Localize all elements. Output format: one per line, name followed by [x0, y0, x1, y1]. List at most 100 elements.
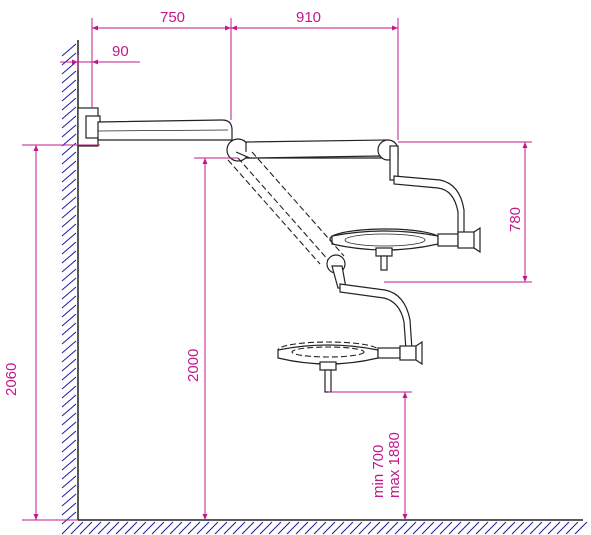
wall-hatch-line — [61, 493, 77, 507]
floor-hatch-line — [538, 521, 552, 535]
wall-hatch-line — [61, 79, 77, 93]
floor-hatch-line — [178, 521, 192, 535]
wall-hatch-line — [61, 241, 77, 255]
wall-hatch-line — [61, 115, 77, 129]
floor-hatch-line — [574, 521, 588, 535]
floor-hatch-line — [529, 521, 543, 535]
floor-hatch-line — [511, 521, 525, 535]
wall-hatch-line — [61, 169, 77, 183]
lower-lamp-head — [277, 340, 423, 393]
floor-hatch-line — [214, 521, 228, 535]
floor-hatch-line — [457, 521, 471, 535]
floor-hatch-line — [223, 521, 237, 535]
floor-hatch-line — [79, 521, 93, 535]
floor — [61, 519, 588, 535]
wall-hatch-line — [61, 367, 77, 381]
floor-hatch-line — [268, 521, 282, 535]
wall-hatch-line — [61, 286, 77, 300]
wall-hatch-line — [61, 124, 77, 138]
dim-2060-label: 2060 — [3, 363, 20, 396]
wall-hatch-line — [61, 232, 77, 246]
lower-yoke — [339, 283, 413, 351]
floor-hatch-line — [250, 521, 264, 535]
wall-hatch-line — [61, 268, 77, 282]
dimension-arrowhead — [392, 25, 398, 31]
floor-hatch-line — [484, 521, 498, 535]
wall-hatch-line — [61, 457, 77, 471]
wall-hatch-line — [61, 133, 77, 147]
wall-hatch-line — [61, 295, 77, 309]
floor-hatch-line — [475, 521, 489, 535]
wall-hatch-line — [61, 259, 77, 273]
dimension-arrows — [33, 25, 528, 520]
wall-hatch-line — [61, 448, 77, 462]
floor-hatch-line — [502, 521, 516, 535]
dim-min-label: min 700 — [370, 445, 387, 498]
wall-hatch-line — [61, 223, 77, 237]
wall-mount-bracket — [77, 107, 101, 147]
wall-hatch-line — [61, 349, 77, 363]
dim-2000-label: 2000 — [185, 349, 202, 382]
spring-arm-upper — [226, 138, 399, 162]
wall-hatch-line — [61, 88, 77, 102]
wall-hatch-line — [61, 304, 77, 318]
wall-hatch-line — [61, 475, 77, 489]
wall-hatch-line — [61, 502, 77, 516]
floor-hatch-line — [421, 521, 435, 535]
floor-hatch-line — [88, 521, 102, 535]
dim-max-label: max 1880 — [386, 432, 403, 498]
dim-780-label: 780 — [507, 207, 524, 232]
wall-hatch-line — [61, 205, 77, 219]
dimension-arrowhead — [522, 142, 528, 148]
dimension-arrowhead — [33, 145, 39, 151]
upper-yoke — [389, 145, 465, 237]
wall-hatch-line — [61, 466, 77, 480]
floor-hatch-line — [547, 521, 561, 535]
wall-hatch-line — [61, 385, 77, 399]
wall-hatch-line — [61, 43, 77, 57]
wall-hatch-line — [61, 214, 77, 228]
dimension-arrowhead — [402, 392, 408, 398]
dim-750-label: 750 — [160, 9, 185, 26]
wall-hatch-line — [61, 178, 77, 192]
floor-hatch-line — [232, 521, 246, 535]
floor-hatch-line — [556, 521, 570, 535]
wall-hatch-line — [61, 322, 77, 336]
wall-hatch-line — [61, 430, 77, 444]
dimension-arrowhead — [92, 59, 98, 65]
floor-hatch-line — [439, 521, 453, 535]
dimension-arrowhead — [225, 25, 231, 31]
wall-hatch-line — [61, 340, 77, 354]
wall-hatch-line — [61, 277, 77, 291]
wall-hatch-line — [61, 484, 77, 498]
floor-hatch-line — [106, 521, 120, 535]
floor-hatch-line — [142, 521, 156, 535]
primary-arm — [97, 119, 233, 141]
upper-lamp-head — [329, 226, 481, 271]
dimension-lines — [22, 18, 532, 521]
floor-hatch-line — [295, 521, 309, 535]
wall-hatch-line — [61, 151, 77, 165]
floor-hatch-line — [97, 521, 111, 535]
wall-hatch-line — [61, 421, 77, 435]
floor-hatch-line — [448, 521, 462, 535]
floor-hatch-line — [340, 521, 354, 535]
dimension-arrowhead — [33, 514, 39, 520]
dimension-arrowhead — [402, 514, 408, 520]
floor-hatch-line — [358, 521, 372, 535]
floor-hatch-line — [196, 521, 210, 535]
wall-hatch-line — [61, 70, 77, 84]
wall-hatch-line — [61, 412, 77, 426]
dimension-arrowhead — [522, 276, 528, 282]
floor-hatch-line — [151, 521, 165, 535]
spring-arm-lower-dashed — [227, 151, 347, 289]
wall-hatch-line — [61, 187, 77, 201]
floor-hatch-line — [124, 521, 138, 535]
wall-hatch-line — [61, 97, 77, 111]
wall-hatch-line — [61, 511, 77, 525]
wall-hatch-line — [61, 376, 77, 390]
floor-hatch-line — [520, 521, 534, 535]
floor-hatch-line — [304, 521, 318, 535]
wall-hatch-line — [61, 160, 77, 174]
